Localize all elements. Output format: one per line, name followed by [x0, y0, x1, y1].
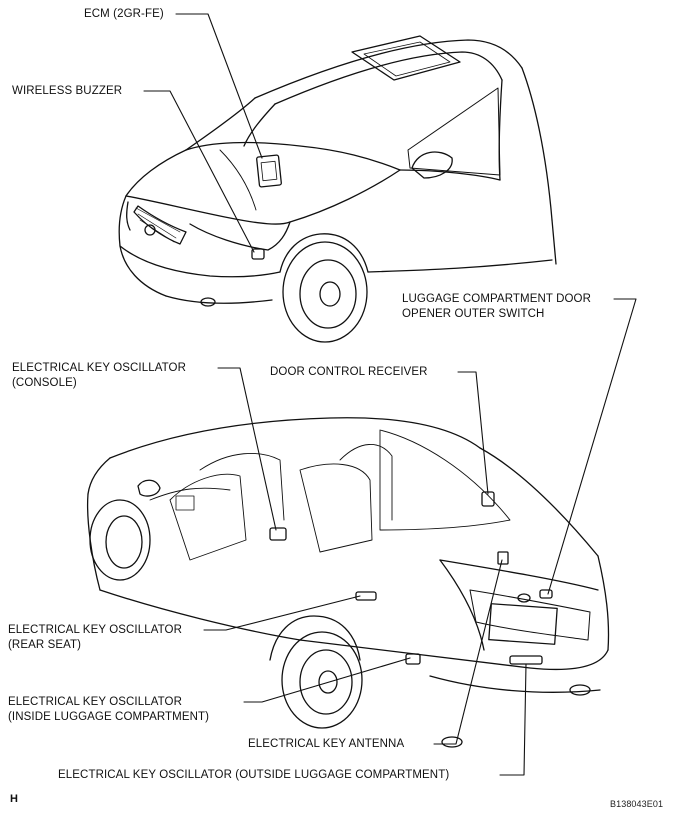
leader-osc-inside-luggage	[243, 657, 411, 703]
label-osc-rear-seat: ELECTRICAL KEY OSCILLATOR (REAR SEAT)	[8, 624, 182, 651]
label-osc-console: ELECTRICAL KEY OSCILLATOR (CONSOLE)	[12, 362, 186, 389]
label-osc-inside-luggage: ELECTRICAL KEY OSCILLATOR (INSIDE LUGGAG…	[8, 696, 210, 723]
leader-lines	[143, 13, 637, 776]
corner-letter: H	[10, 793, 19, 805]
label-key-antenna: ELECTRICAL KEY ANTENNA	[248, 738, 405, 750]
label-ecm: ECM (2GR-FE)	[84, 8, 164, 20]
front-view-car	[118, 35, 557, 343]
leader-door-receiver	[457, 371, 489, 495]
rear-view-car	[86, 417, 610, 748]
leader-osc-console	[217, 367, 277, 531]
figure-code: B138043E01	[610, 799, 664, 809]
label-wireless-buzzer: WIRELESS BUZZER	[12, 85, 123, 97]
leader-osc-outside-luggage	[499, 663, 527, 776]
label-door-receiver: DOOR CONTROL RECEIVER	[270, 366, 428, 378]
label-osc-outside-luggage: ELECTRICAL KEY OSCILLATOR (OUTSIDE LUGGA…	[58, 769, 450, 781]
leader-wireless-buzzer	[143, 90, 255, 253]
leader-key-antenna	[433, 559, 503, 745]
leader-luggage-door-switch	[547, 298, 637, 595]
label-luggage-door-switch: LUGGAGE COMPARTMENT DOOR OPENER OUTER SW…	[402, 293, 591, 320]
leader-osc-rear-seat	[203, 595, 361, 631]
leader-ecm	[175, 13, 263, 159]
